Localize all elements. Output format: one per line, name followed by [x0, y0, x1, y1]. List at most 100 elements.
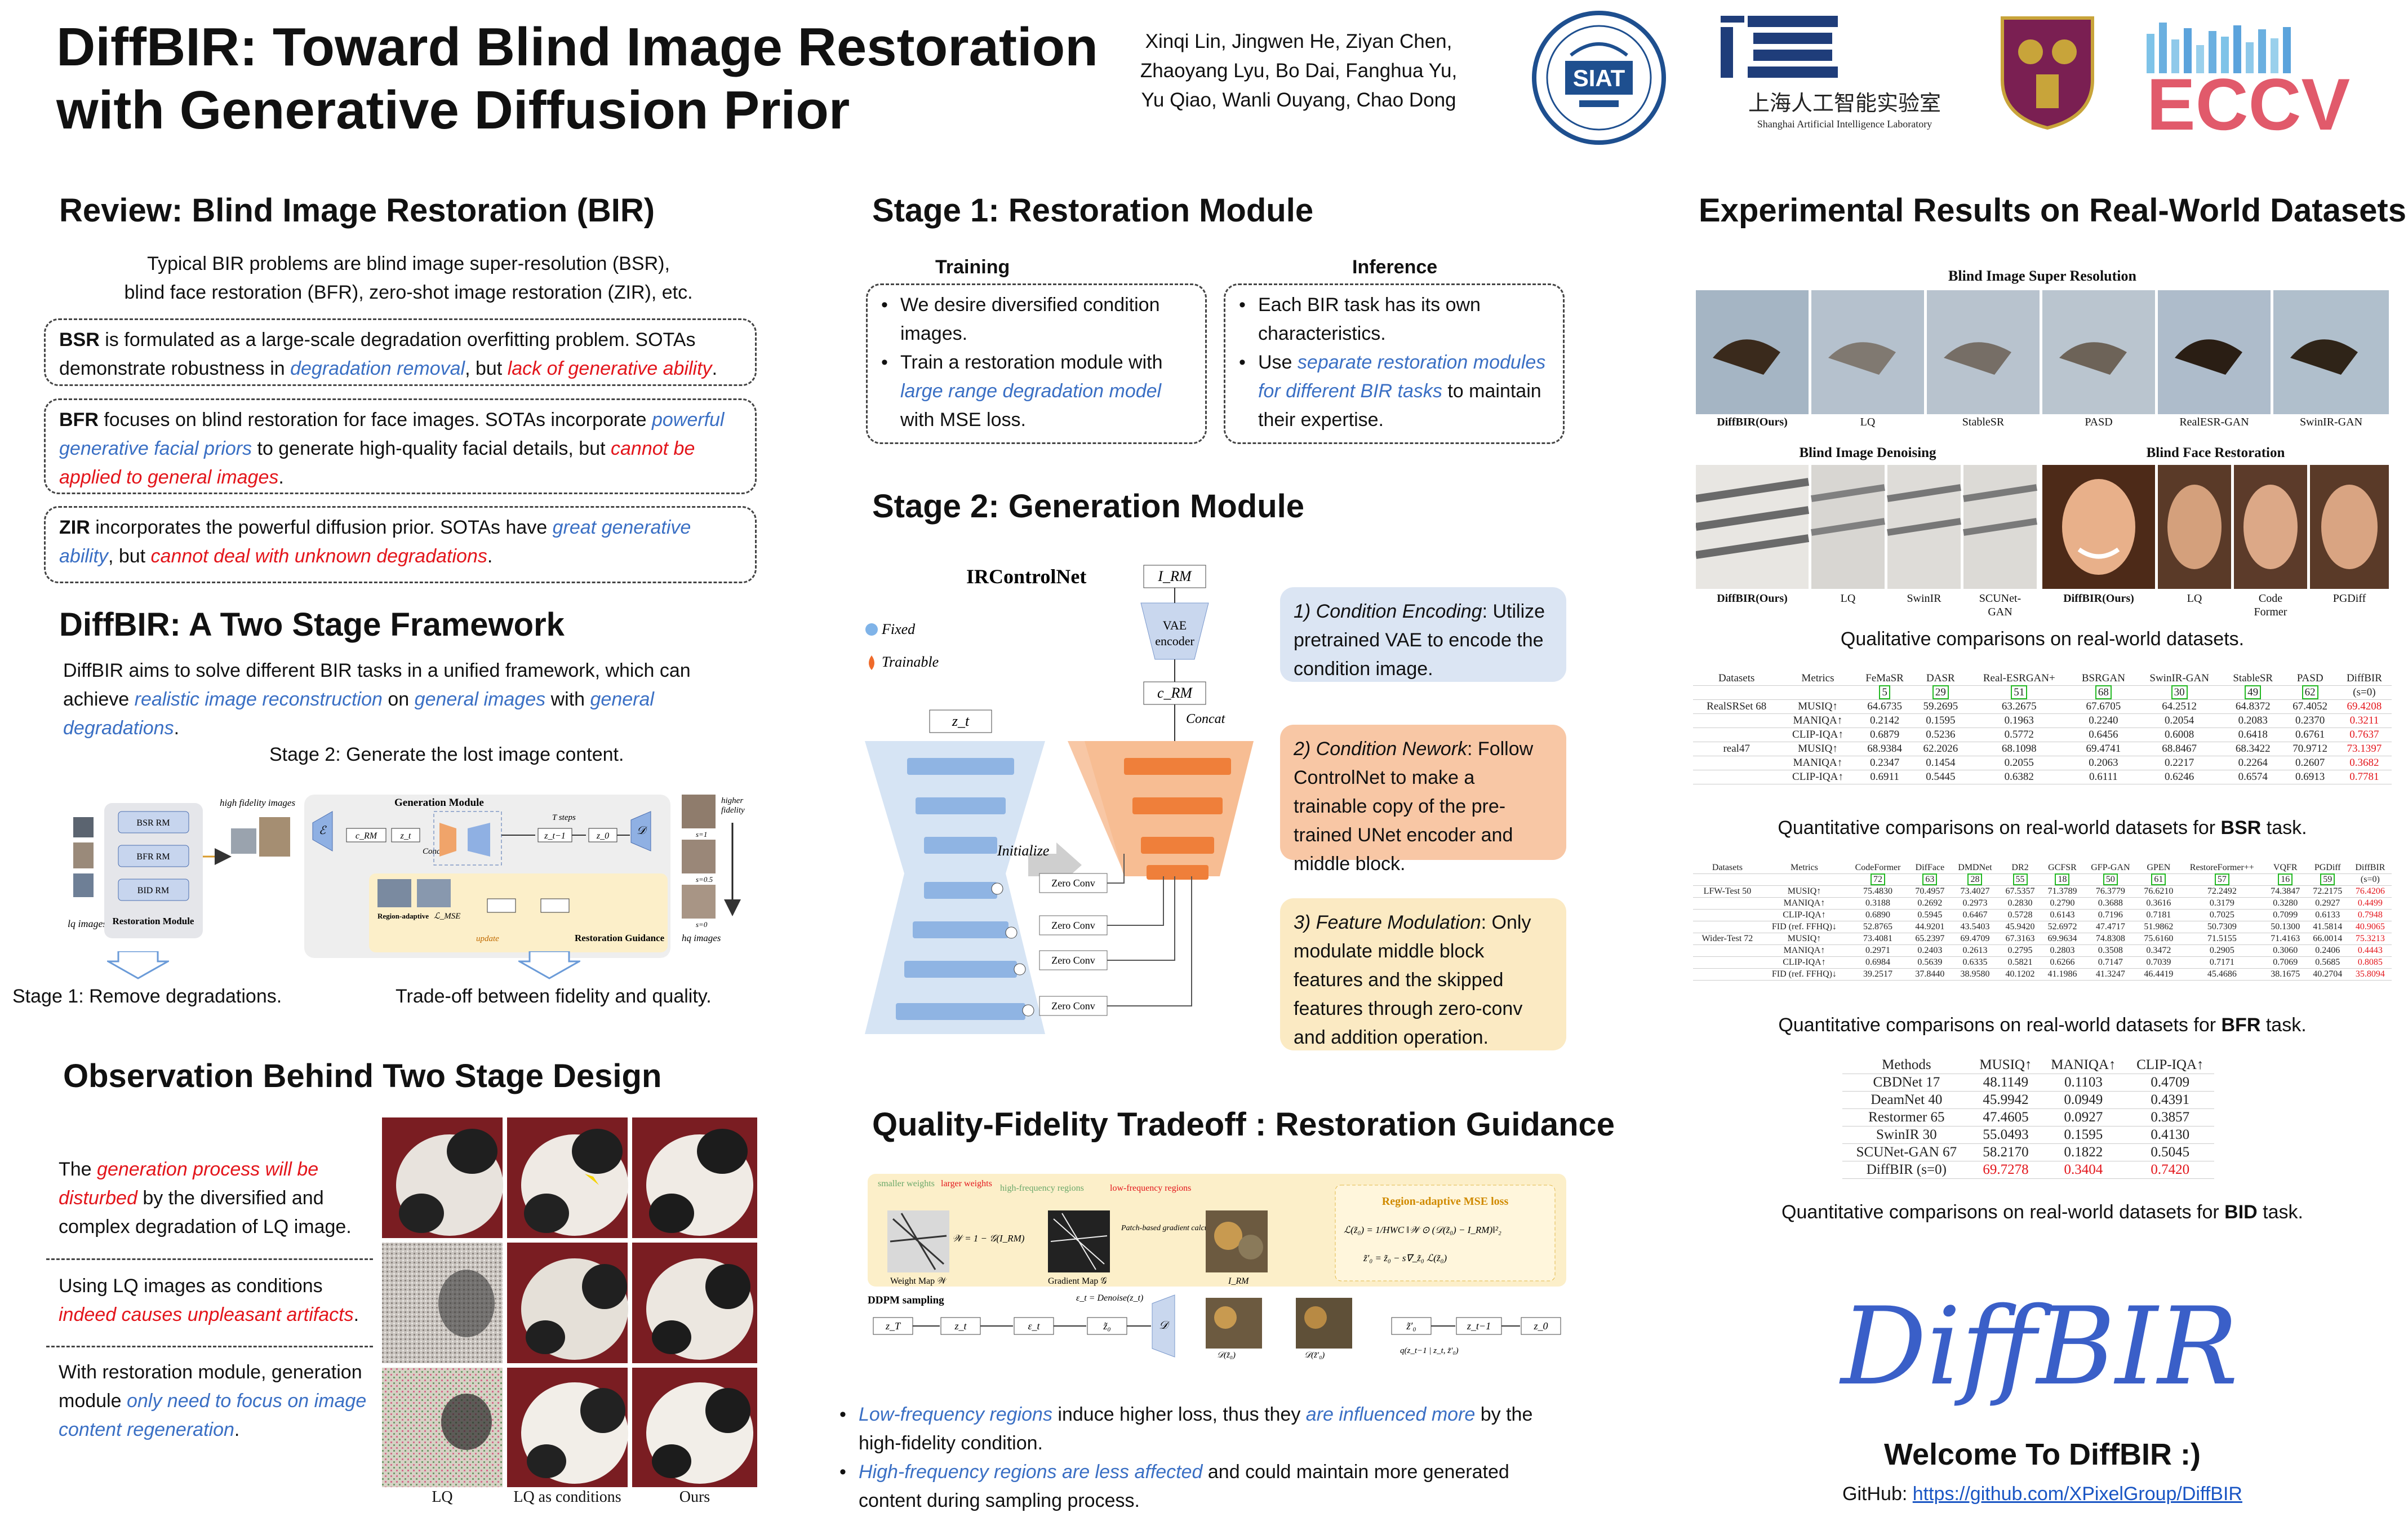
table-cell: 51	[1967, 685, 2071, 700]
decoded-z0-label: 𝒟(z̃₀)	[1217, 1351, 1236, 1360]
ddpm-label: DDPM sampling	[868, 1294, 944, 1306]
denoise-equation: ε_t = Denoise(z_t)	[1076, 1293, 1143, 1303]
bid-caption-text: Quantitative comparisons on real-world d…	[1781, 1201, 2225, 1223]
siat-logo-text: SIAT	[1573, 65, 1625, 91]
table-cell: 0.6246	[2136, 770, 2223, 784]
region-adaptive-label: Region-adaptive	[377, 912, 429, 920]
high-fidelity-label: high fidelity images	[220, 797, 295, 808]
table-cell: 76.4206	[2348, 885, 2392, 898]
bsr-term: BSR	[59, 329, 100, 351]
table-cell: 0.5045	[2126, 1143, 2214, 1161]
inference-2a: Use	[1258, 352, 1298, 373]
table-cell: 0.2083	[2223, 713, 2283, 728]
framework-diagram: lq images BSR RM BFR RM BID RM Restorati…	[62, 772, 761, 975]
table-cell: 76.6210	[2137, 885, 2180, 898]
table-cell: 43.5403	[1951, 921, 2000, 933]
bid-caption-suffix: task.	[2257, 1201, 2303, 1223]
table-header: GCFSR	[2041, 862, 2083, 874]
table-cell: 0.3280	[2264, 897, 2307, 910]
table-cell: 59	[2306, 873, 2349, 886]
table-cell: 47.4717	[2083, 921, 2138, 933]
table-cell	[1693, 968, 1762, 981]
table-cell: 0.7781	[2336, 770, 2392, 784]
table-cell: 41.3247	[2083, 968, 2138, 981]
stage1-heading: Stage 1: Restoration Module	[872, 192, 1314, 229]
table-cell: 49	[2223, 685, 2283, 700]
table-cell	[1693, 956, 1762, 969]
zir-text-e: .	[487, 545, 493, 567]
framework-text-f: general degradations	[63, 689, 654, 739]
bid-caption-task: BID	[2224, 1201, 2258, 1223]
table-cell: 0.5445	[1913, 770, 1968, 784]
table-cell: 63.2675	[1967, 699, 2071, 714]
framework-text-e: with	[545, 689, 590, 710]
trainable-legend: Trainable	[882, 654, 939, 670]
table-cell: MANIQA↑	[1780, 713, 1856, 728]
zt1-box-2: z_t−1	[1467, 1320, 1491, 1332]
table-cell: 41.5814	[2306, 921, 2349, 933]
tradeoff-heading: Quality-Fidelity Tradeoff : Restoration …	[872, 1106, 1615, 1143]
table-cell: 0.6456	[2071, 728, 2136, 742]
review-intro-2: blind face restoration (BFR), zero-shot …	[124, 282, 693, 303]
observation-heading: Observation Behind Two Stage Design	[63, 1058, 662, 1094]
table-cell: 0.2055	[1967, 756, 2071, 770]
table-cell: MUSIQ↑	[1761, 933, 1847, 945]
table-cell: 69.4741	[2071, 742, 2136, 756]
table-cell: Wider-Test 72	[1693, 933, 1762, 945]
table-cell: 71.4163	[2264, 933, 2307, 945]
bid-bfr-image-strip	[1695, 465, 2389, 589]
framework-heading: DiffBIR: A Two Stage Framework	[59, 606, 565, 643]
table-header: DMDNet	[1951, 862, 2000, 874]
bfr-label-2: Code Former	[2254, 592, 2287, 618]
zir-text-d: cannot deal with unknown degradations	[150, 545, 487, 567]
zir-box: ZIR incorporates the powerful diffusion …	[44, 506, 757, 583]
table-cell: CBDNet 17	[1842, 1074, 1971, 1092]
table-cell: RealSRSet 68	[1693, 699, 1780, 714]
table-cell: 67.6705	[2071, 699, 2136, 714]
table-cell: 67.5357	[1999, 885, 2042, 898]
table-cell: 0.6911	[1855, 770, 1914, 784]
zir-term: ZIR	[59, 517, 90, 538]
table-cell: 0.7099	[2264, 909, 2307, 921]
table-cell: 41.1986	[2041, 968, 2083, 981]
tradeoff-bullet-1: Low-frequency regions induce higher loss…	[839, 1400, 1572, 1458]
framework-text: DiffBIR aims to solve different BIR task…	[63, 657, 762, 743]
table-cell: 71.3789	[2041, 885, 2083, 898]
citation-ref: 72	[1871, 873, 1886, 885]
github-line: GitHub: https://github.com/XPixelGroup/D…	[1696, 1483, 2389, 1505]
table-cell: 68.8467	[2136, 742, 2223, 756]
table-cell: 0.4130	[2126, 1126, 2214, 1144]
table-cell: MUSIQ↑	[1761, 885, 1847, 898]
table-header: FeMaSR	[1855, 672, 1914, 686]
table-cell: 69.7278	[1970, 1161, 2041, 1179]
inference-point-1: Each BIR task has its own characteristic…	[1239, 291, 1549, 348]
table-cell: 55	[1999, 873, 2042, 886]
bsr-figure-title: Blind Image Super Resolution	[1948, 268, 2136, 284]
github-link[interactable]: https://github.com/XPixelGroup/DiffBIR	[1912, 1483, 2242, 1505]
table-cell: 0.7069	[2264, 956, 2307, 969]
table-cell	[1693, 713, 1780, 728]
citation-ref: 51	[2011, 685, 2028, 699]
bfr-text-e: .	[278, 467, 284, 488]
table-cell: 0.3688	[2083, 897, 2138, 910]
title-line-2: with Generative Diffusion Prior	[56, 80, 850, 140]
table-cell: 0.2063	[2071, 756, 2136, 770]
table-cell: 50	[2083, 873, 2138, 886]
table-cell: 0.2403	[1908, 944, 1951, 957]
framework-text-d: general images	[414, 689, 546, 710]
table-cell: 0.2971	[1847, 944, 1909, 957]
table-cell: 0.6879	[1855, 728, 1914, 742]
zero-conv-4: Zero Conv	[1051, 1000, 1095, 1012]
table-cell: DeamNet 40	[1842, 1091, 1971, 1109]
cuhk-crest-logo	[1997, 12, 2098, 131]
condition-encoding-text: : Utilize pretrained VAE to encode the c…	[1294, 601, 1545, 680]
table-cell: 0.2370	[2283, 713, 2337, 728]
decoder-symbol-2: 𝒟	[1159, 1319, 1170, 1332]
table-cell: 0.4709	[2126, 1074, 2214, 1092]
bfr-rm-box: BFR RM	[136, 852, 170, 862]
